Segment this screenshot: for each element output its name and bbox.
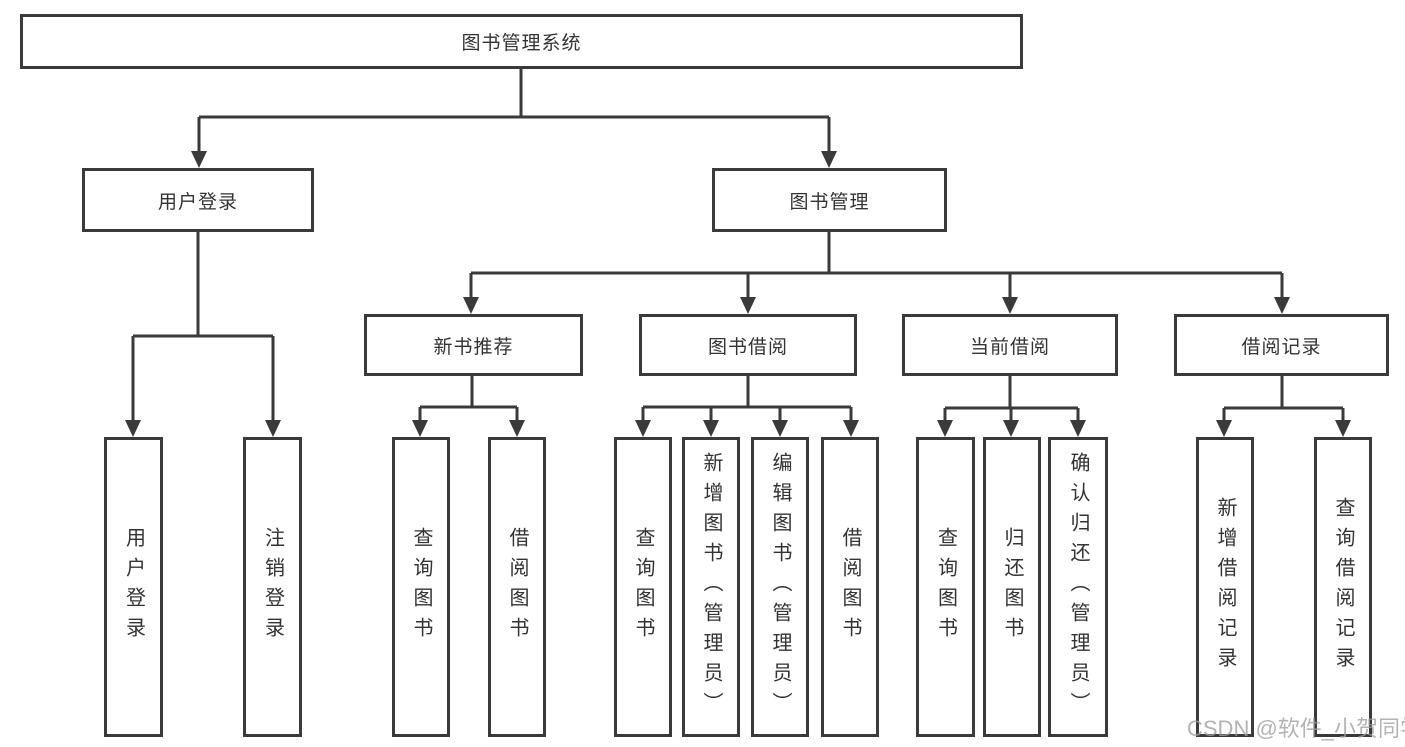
leaf-query-books-current: 查询图书 bbox=[916, 437, 975, 737]
leaf-query-books-borrowing: 查询图书 bbox=[614, 437, 672, 737]
leaf-borrow-books-recommend: 借阅图书 bbox=[488, 437, 546, 737]
leaf-edit-books-admin: 编辑图书（管理员） bbox=[751, 437, 809, 737]
leaf-return-books: 归还图书 bbox=[983, 437, 1041, 737]
csdn-watermark: CSDN @软件_小贺同学 bbox=[1187, 716, 1405, 741]
node-book-management-system: 图书管理系统 bbox=[20, 14, 1023, 69]
leaf-borrow-books-borrowing: 借阅图书 bbox=[821, 437, 879, 737]
node-new-book-recommendation: 新书推荐 bbox=[364, 314, 583, 376]
leaf-add-books-admin: 新增图书（管理员） bbox=[682, 437, 740, 737]
leaf-logout: 注销登录 bbox=[243, 437, 302, 737]
leaf-confirm-return-admin: 确认归还（管理员） bbox=[1048, 437, 1108, 737]
node-book-borrowing: 图书借阅 bbox=[639, 314, 857, 376]
leaf-add-borrow-record: 新增借阅记录 bbox=[1196, 437, 1254, 737]
node-current-borrowing: 当前借阅 bbox=[902, 314, 1118, 376]
arrowhead-icons bbox=[125, 151, 1351, 437]
leaf-user-login: 用户登录 bbox=[104, 437, 163, 737]
node-user-login: 用户登录 bbox=[82, 168, 314, 232]
leaf-query-borrow-record: 查询借阅记录 bbox=[1314, 437, 1372, 737]
leaf-query-books-recommend: 查询图书 bbox=[392, 437, 450, 737]
node-book-management: 图书管理 bbox=[712, 168, 947, 232]
node-borrowing-records: 借阅记录 bbox=[1174, 314, 1389, 376]
